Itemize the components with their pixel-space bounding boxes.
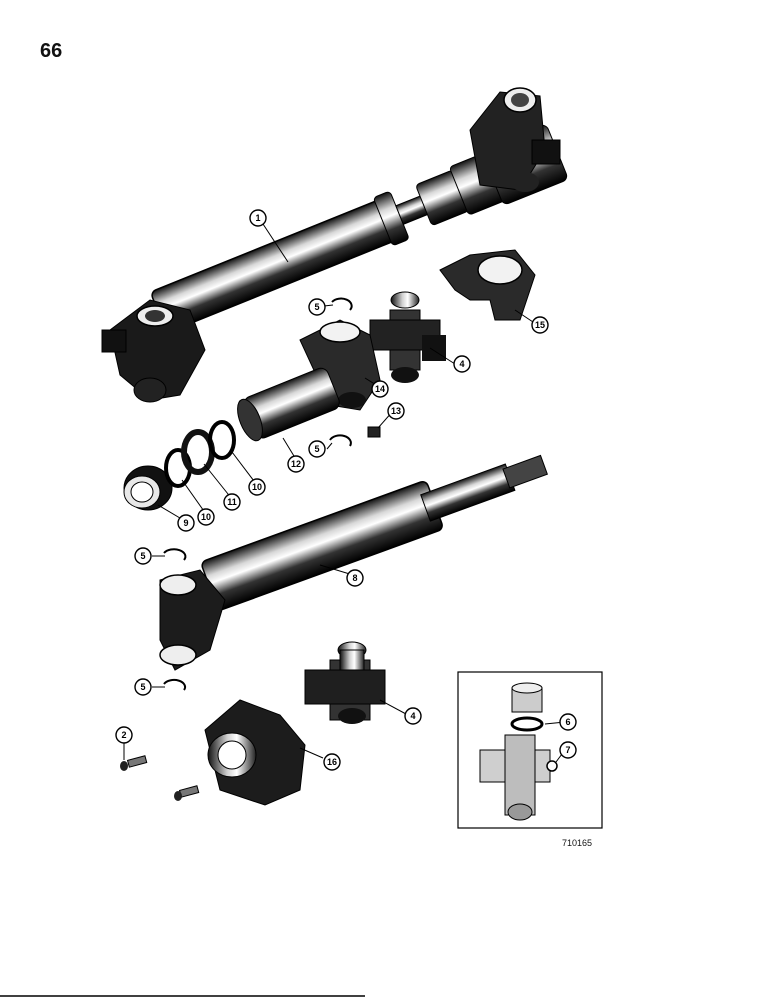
svg-text:4: 4 xyxy=(410,711,415,721)
yoke-16 xyxy=(204,699,306,806)
plug-13 xyxy=(367,426,381,438)
svg-text:5: 5 xyxy=(140,682,145,692)
svg-text:8: 8 xyxy=(352,573,357,583)
svg-text:16: 16 xyxy=(327,757,337,767)
callout-14: 14 xyxy=(371,380,389,398)
svg-text:5: 5 xyxy=(140,551,145,561)
universal-joint-cross-upper xyxy=(369,291,446,383)
bolt-2 xyxy=(120,755,148,771)
svg-text:13: 13 xyxy=(391,406,401,416)
callout-6: 6 xyxy=(559,713,577,731)
svg-text:7: 7 xyxy=(565,745,570,755)
svg-text:6: 6 xyxy=(565,717,570,727)
svg-text:1: 1 xyxy=(255,213,260,223)
drive-shaft-upper xyxy=(101,87,568,403)
seal-11 xyxy=(181,429,215,475)
washer-10-upper xyxy=(208,420,236,460)
callout-16: 16 xyxy=(323,753,341,771)
snap-ring-5b xyxy=(329,434,352,447)
svg-text:9: 9 xyxy=(183,518,188,528)
callout-15: 15 xyxy=(531,316,549,334)
callout-4: 4 xyxy=(404,707,422,725)
callout-4: 4 xyxy=(453,355,471,373)
callout-2: 2 xyxy=(115,726,133,744)
callout-9: 9 xyxy=(177,514,195,532)
svg-text:11: 11 xyxy=(227,497,237,507)
callout-1: 1 xyxy=(249,209,267,227)
page-number: 66 xyxy=(40,40,63,62)
callout-11: 11 xyxy=(223,493,241,511)
callout-5: 5 xyxy=(308,298,326,316)
grease-fitting-7-inset xyxy=(546,760,558,772)
snap-ring-5c xyxy=(163,548,187,561)
callout-10: 10 xyxy=(197,508,215,526)
callout-5: 5 xyxy=(134,678,152,696)
svg-text:5: 5 xyxy=(314,302,319,312)
yoke-half-15 xyxy=(439,249,536,321)
seal-6-inset xyxy=(510,716,544,732)
universal-joint-cross-lower xyxy=(304,641,386,724)
callout-7: 7 xyxy=(559,741,577,759)
svg-text:4: 4 xyxy=(459,359,464,369)
callout-13: 13 xyxy=(387,402,405,420)
svg-text:10: 10 xyxy=(201,512,211,522)
inset-detail-box xyxy=(457,671,603,829)
leader-lines xyxy=(123,223,566,763)
callout-8: 8 xyxy=(346,569,364,587)
callout-12: 12 xyxy=(287,455,305,473)
svg-text:14: 14 xyxy=(375,384,385,394)
splined-sleeve-12 xyxy=(237,367,340,442)
svg-text:10: 10 xyxy=(252,482,262,492)
callout-5: 5 xyxy=(134,547,152,565)
dust-cap-9 xyxy=(123,465,173,511)
svg-text:2: 2 xyxy=(121,730,126,740)
slip-yoke-14 xyxy=(299,319,381,411)
svg-text:12: 12 xyxy=(291,459,301,469)
snap-ring-5a xyxy=(331,297,353,311)
snap-ring-5d xyxy=(163,678,187,691)
callout-10: 10 xyxy=(248,478,266,496)
cross-inset xyxy=(479,734,551,821)
svg-text:5: 5 xyxy=(314,444,319,454)
figure-code: 710165 xyxy=(562,838,593,848)
callout-5: 5 xyxy=(308,440,326,458)
drive-shaft-lower xyxy=(159,454,548,671)
svg-text:15: 15 xyxy=(535,320,545,330)
bolt-2-second xyxy=(174,785,200,801)
